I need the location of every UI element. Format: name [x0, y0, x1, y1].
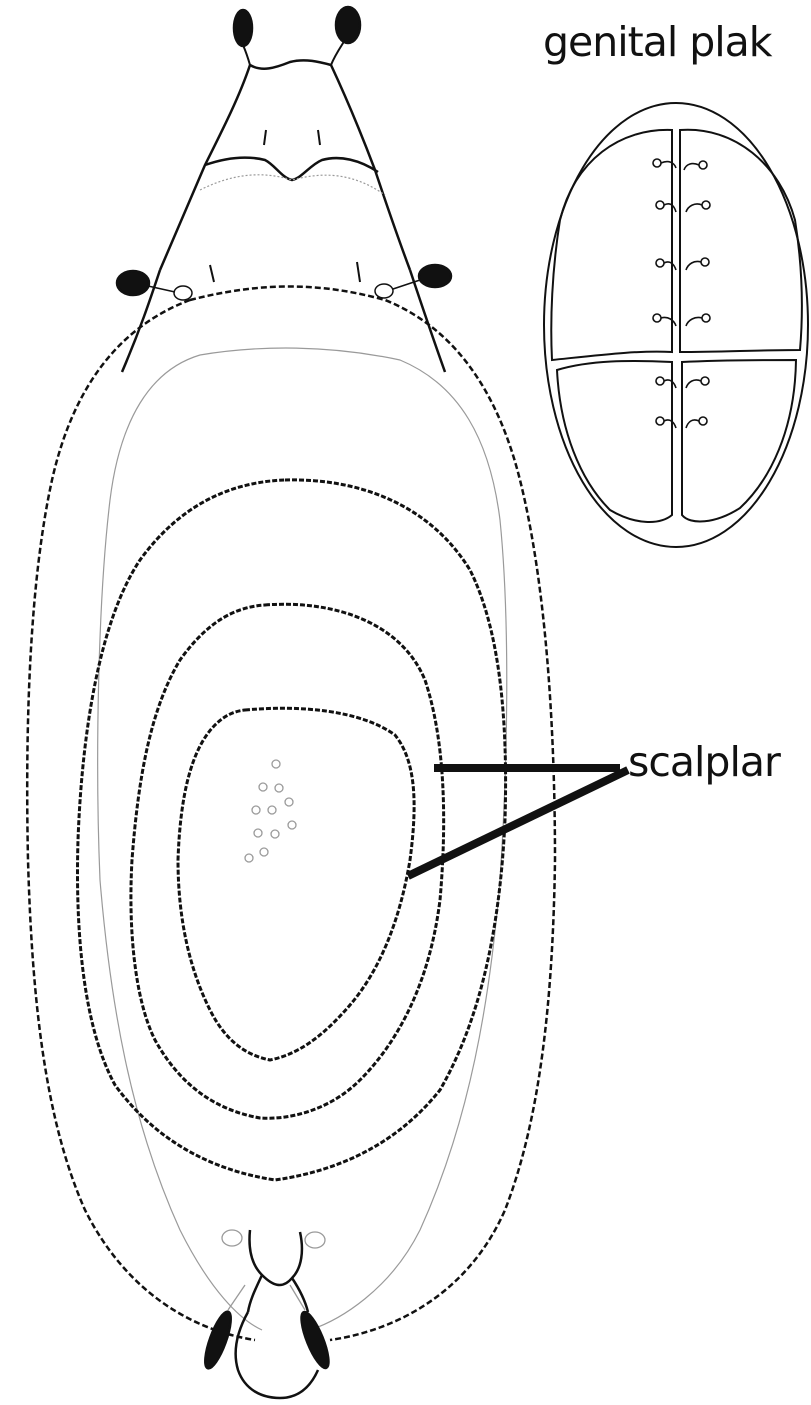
ring-outer — [77, 480, 505, 1180]
genital-plak-label: genital plak — [543, 22, 772, 63]
body-outline — [27, 287, 555, 1341]
ring-inner — [178, 708, 414, 1060]
head-ridge-dotted — [200, 175, 385, 195]
genital-plak-lower-right — [682, 360, 796, 521]
outer-margin — [27, 287, 555, 1341]
head-ridge — [205, 158, 378, 180]
right-antenna — [331, 7, 360, 65]
inner-faint-line — [98, 348, 507, 1330]
genital-plak-diagram — [544, 103, 808, 547]
scalplar-rings — [77, 480, 505, 1180]
left-antenna — [234, 10, 252, 65]
pore-cluster — [245, 760, 296, 862]
left-anal-lobe — [200, 1309, 236, 1371]
scalplar-label: scalplar — [628, 742, 780, 783]
pointer-line-lower — [408, 770, 628, 876]
posterior-region — [200, 1230, 333, 1398]
genital-plak-lower-left — [557, 361, 672, 522]
scalplar-pointers — [408, 768, 628, 876]
cephalic-region — [117, 7, 451, 372]
right-anal-lobe — [296, 1309, 333, 1371]
genital-plak-upper-right — [680, 130, 802, 352]
head-outline — [160, 60, 410, 270]
ring-middle — [131, 604, 444, 1118]
